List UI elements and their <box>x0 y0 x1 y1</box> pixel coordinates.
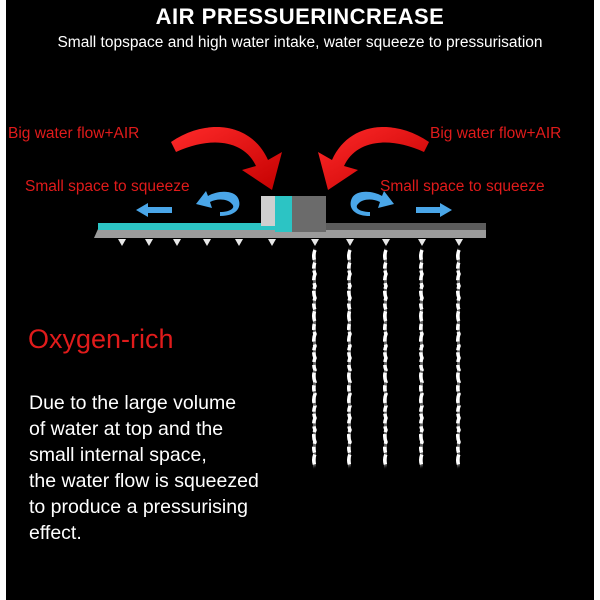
blue-arrow-left-straight-icon <box>136 203 172 217</box>
nozzle-right-5 <box>455 239 463 246</box>
nozzle-left-3 <box>173 239 181 246</box>
nozzle-right-3 <box>382 239 390 246</box>
inlet-body <box>292 196 326 232</box>
squeeze-label-left: Small space to squeeze <box>25 178 190 195</box>
nozzle-right-1 <box>311 239 319 246</box>
shower-head-diagram <box>94 127 486 468</box>
water-stream-5 <box>453 248 464 468</box>
water-stream-group <box>309 248 464 468</box>
infographic-frame: AIR PRESSUERINCREASE Small topspace and … <box>6 0 594 600</box>
air-channel-right <box>288 223 486 230</box>
squeeze-label-right: Small space to squeeze <box>380 178 545 195</box>
nozzle-group <box>118 239 463 246</box>
nozzle-left-5 <box>235 239 243 246</box>
water-channel-left <box>98 223 282 230</box>
blue-arrow-right-curved-icon <box>350 191 394 216</box>
blue-arrow-left-curved-icon <box>196 191 240 216</box>
nozzle-left-2 <box>145 239 153 246</box>
benefit-description: Due to the large volume of water at top … <box>29 392 259 544</box>
shower-plate <box>94 196 486 238</box>
red-arrow-left-icon <box>171 127 282 190</box>
red-arrow-right-icon <box>318 127 429 190</box>
benefit-title: Oxygen-rich <box>28 324 174 354</box>
water-stream-4 <box>416 248 427 468</box>
nozzle-right-4 <box>418 239 426 246</box>
inlet-water <box>275 196 292 232</box>
water-stream-1 <box>309 248 320 468</box>
nozzle-right-2 <box>346 239 354 246</box>
nozzle-left-4 <box>203 239 211 246</box>
water-stream-2 <box>344 248 355 468</box>
nozzle-left-1 <box>118 239 126 246</box>
nozzle-left-6 <box>268 239 276 246</box>
flow-label-left: Big water flow+AIR <box>8 125 140 142</box>
page-title: AIR PRESSUERINCREASE <box>155 4 445 29</box>
blue-arrow-right-straight-icon <box>416 203 452 217</box>
water-stream-3 <box>380 248 391 468</box>
page-subtitle: Small topspace and high water intake, wa… <box>57 34 543 51</box>
flow-label-right: Big water flow+AIR <box>430 125 562 142</box>
